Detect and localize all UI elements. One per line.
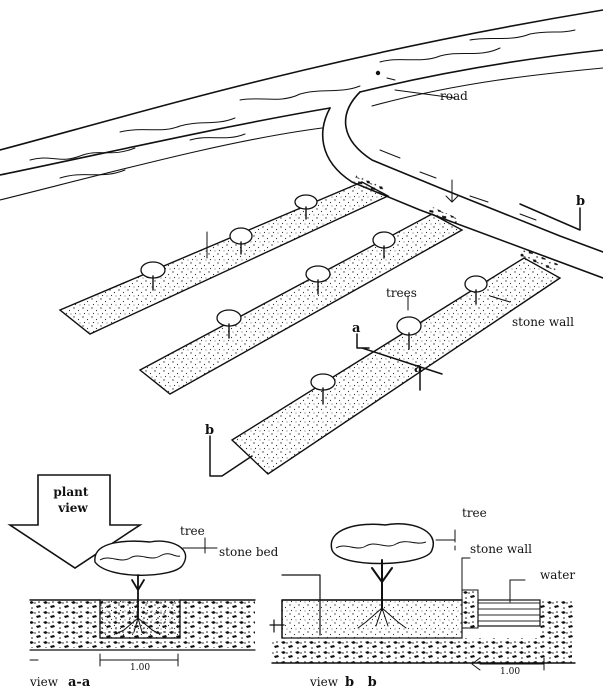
strip-trees <box>140 194 488 405</box>
road-label: road <box>440 89 468 103</box>
water-label: water <box>540 568 575 582</box>
strip-3 <box>230 257 562 475</box>
section-a-a <box>7 474 256 667</box>
view-aa-word: view <box>29 675 59 689</box>
stone-bed-label: stone bed <box>219 545 279 559</box>
view-aa-letters: a-a <box>68 675 91 690</box>
tree-icon <box>140 261 166 291</box>
tree-icon <box>229 227 253 255</box>
strip-1 <box>58 181 390 335</box>
dimension-bb: 1.00 <box>500 667 520 677</box>
strip-2 <box>138 213 464 395</box>
tree-icon <box>294 194 318 220</box>
marker-b-right: b <box>576 194 585 209</box>
marker-b-left: b <box>205 423 214 438</box>
view-bb-letters: b b <box>345 675 377 690</box>
marker-a-lower: a <box>414 361 423 376</box>
tree-label-aa: tree <box>180 524 205 538</box>
planting-strips <box>58 174 562 475</box>
marker-a-upper: a <box>352 321 361 336</box>
tree-icon <box>310 373 336 405</box>
stone-wall-label: stone wall <box>512 315 574 329</box>
tree-icon <box>305 265 331 295</box>
tree-label-bb: tree <box>462 506 487 520</box>
section-b-b <box>269 523 576 671</box>
stone-wall-label-bb: stone wall <box>470 542 532 556</box>
labels: road trees stone wall a a b b plant view… <box>29 89 585 690</box>
road <box>0 9 603 279</box>
tree-icon <box>464 275 488 305</box>
tree-icon <box>372 231 396 259</box>
tree-icon <box>396 316 422 350</box>
plant-view-label: plant view <box>53 485 92 515</box>
dimension-aa: 1.00 <box>130 663 150 673</box>
trees-label: trees <box>386 286 417 300</box>
tree-icon <box>216 309 242 339</box>
view-bb-word: view <box>309 675 339 689</box>
section-markers <box>209 203 581 477</box>
